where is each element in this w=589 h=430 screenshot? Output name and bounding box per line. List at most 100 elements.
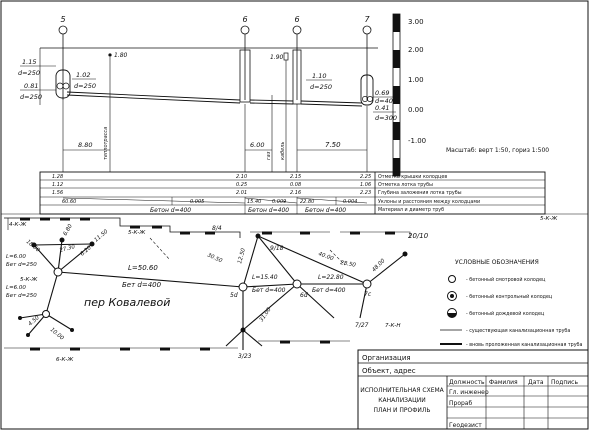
node-label: 6d (300, 292, 308, 299)
pipe-label: L=15.40 (252, 274, 278, 281)
pipe-label: L=6.00 (6, 285, 26, 291)
title-block: Организация Объект, адрес ИСПОЛНИТЕЛЬНАЯ… (357, 349, 589, 430)
organization-field: Организация (362, 354, 411, 362)
scale-tick: 3.00 (408, 18, 424, 26)
dimension-label: 40.00 (317, 251, 334, 262)
svg-text:- бетонный контрольный колодец: - бетонный контрольный колодец (466, 293, 553, 300)
node-label: 7c (364, 291, 372, 298)
cell: Бетон d=400 (248, 207, 289, 214)
row-title: Уклоны и расстояния между колодцами (378, 199, 480, 205)
row-title: Отметка крышки колодцев (378, 174, 447, 180)
manhole (292, 279, 302, 289)
profile-label: d=250 (18, 69, 40, 77)
dimension-label: 11.50 (93, 228, 109, 243)
pipe-label: Бет d=400 (252, 287, 286, 294)
well-number: 6 (242, 15, 247, 24)
cell: 1.56 (52, 190, 63, 196)
dimension-label: 28.50 (340, 260, 357, 269)
cell: 2.23 (360, 190, 371, 196)
well-code: 6-К-Ж (56, 357, 74, 363)
cell: 2.10 (236, 174, 247, 180)
well-number: 6 (294, 15, 299, 24)
crossing-note: газ (266, 151, 272, 160)
profile-label: d=250 (74, 82, 96, 90)
role-cell: Прораб (449, 400, 472, 407)
manhole (89, 241, 95, 247)
node-label: 9/18 (270, 245, 284, 252)
scale-tick: -1.00 (408, 137, 426, 145)
cell: 0.25 (236, 182, 247, 188)
profile-section: 5 6 6 7 (18, 13, 549, 215)
manhole (53, 267, 63, 277)
cell: Бетон d=400 (305, 207, 346, 214)
drawing-title: ПЛАН И ПРОФИЛЬ (373, 407, 430, 414)
well-marker-5: 5 (58, 15, 68, 100)
cell: 0.005 (190, 199, 204, 205)
legend-title: УСЛОВНЫЕ ОБОЗНАЧЕНИЯ (455, 259, 539, 266)
crossing-note: теплотрасса (103, 127, 109, 160)
cell: 1.06 (360, 182, 371, 188)
profile-label: 1.15 (22, 58, 36, 66)
manhole (255, 233, 261, 239)
dimension-label: 12.50 (237, 247, 247, 264)
legend-item-control-well: - бетонный контрольный колодец (447, 291, 553, 301)
object-field: Объект, адрес (362, 367, 416, 375)
dimension-label: 27.30 (59, 244, 76, 254)
cell: 0.009 (272, 199, 286, 205)
legend-item-storm-well: - бетонный дождевой колодец (447, 308, 545, 318)
profile-label: 0.41 (375, 104, 389, 112)
dimension-label: 18.50 (25, 239, 41, 254)
well-marker-6a: 6 (240, 15, 250, 100)
drawing-title: КАНАЛИЗАЦИИ (378, 397, 426, 404)
profile-label: 0.69 (375, 89, 389, 97)
legend-item-existing-pipe: - существующая канализационная труба (440, 328, 570, 334)
node-label: 3/23 (238, 353, 252, 360)
role-cell: Гл. инженер (449, 389, 489, 396)
profile-label: d=300 (375, 114, 397, 122)
scale-note: Масштаб: верт 1:50, гориз 1:500 (446, 147, 549, 154)
profile-label: 1.02 (76, 71, 90, 79)
row-title: Материал и диаметр труб (378, 207, 444, 213)
cell: 1.12 (52, 182, 63, 188)
profile-label: 1.10 (312, 72, 326, 80)
building-outline (4, 217, 411, 351)
manhole (42, 310, 50, 318)
profile-table: Отметка крышки колодцев Отметка лотка тр… (39, 171, 546, 215)
svg-text:- вновь проложенная канализаци: - вновь проложенная канализационная труб… (466, 342, 583, 348)
pipe-network (19, 235, 406, 350)
cell: 1.28 (52, 174, 63, 180)
cell: 2.15 (290, 174, 301, 180)
manhole (240, 327, 246, 333)
legend-item-new-pipe: - вновь проложенная канализационная труб… (440, 342, 583, 348)
manhole (70, 328, 74, 332)
cell: 2.25 (360, 174, 371, 180)
node-label: 7/27 (355, 322, 369, 329)
shaft-6a (239, 49, 251, 103)
span-dimension: 7.50 (325, 141, 341, 149)
cell: 15.40 (247, 199, 261, 205)
well-number: 7 (364, 15, 370, 24)
header-cell: Фамилия (489, 379, 518, 386)
cell: 0.08 (290, 182, 301, 188)
pipe-label: Бет d=400 (122, 281, 162, 289)
pipe-label: L=22.80 (318, 274, 344, 281)
header-cell: Дата (528, 379, 544, 386)
well-number: 5 (60, 15, 65, 24)
profile-label: d=250 (20, 93, 42, 101)
manhole (31, 242, 37, 248)
pipe-label: Бет d=250 (6, 262, 37, 268)
scale-tick: 0.00 (408, 106, 424, 114)
manhole (238, 282, 248, 292)
well-code: 5-К-Ж (20, 277, 38, 283)
cell: 2.01 (236, 190, 247, 196)
shaft-7 (360, 74, 374, 106)
profile-label: 1.80 (114, 52, 128, 59)
manhole (26, 333, 30, 337)
dimension-label: 30.50 (206, 252, 223, 264)
pipe-label: L=6.00 (6, 254, 26, 260)
manhole (59, 237, 65, 243)
row-title: Глубина заложения лотка трубы (378, 190, 462, 196)
profile-label: d=400 (375, 97, 397, 105)
cell: 2.16 (290, 190, 301, 196)
